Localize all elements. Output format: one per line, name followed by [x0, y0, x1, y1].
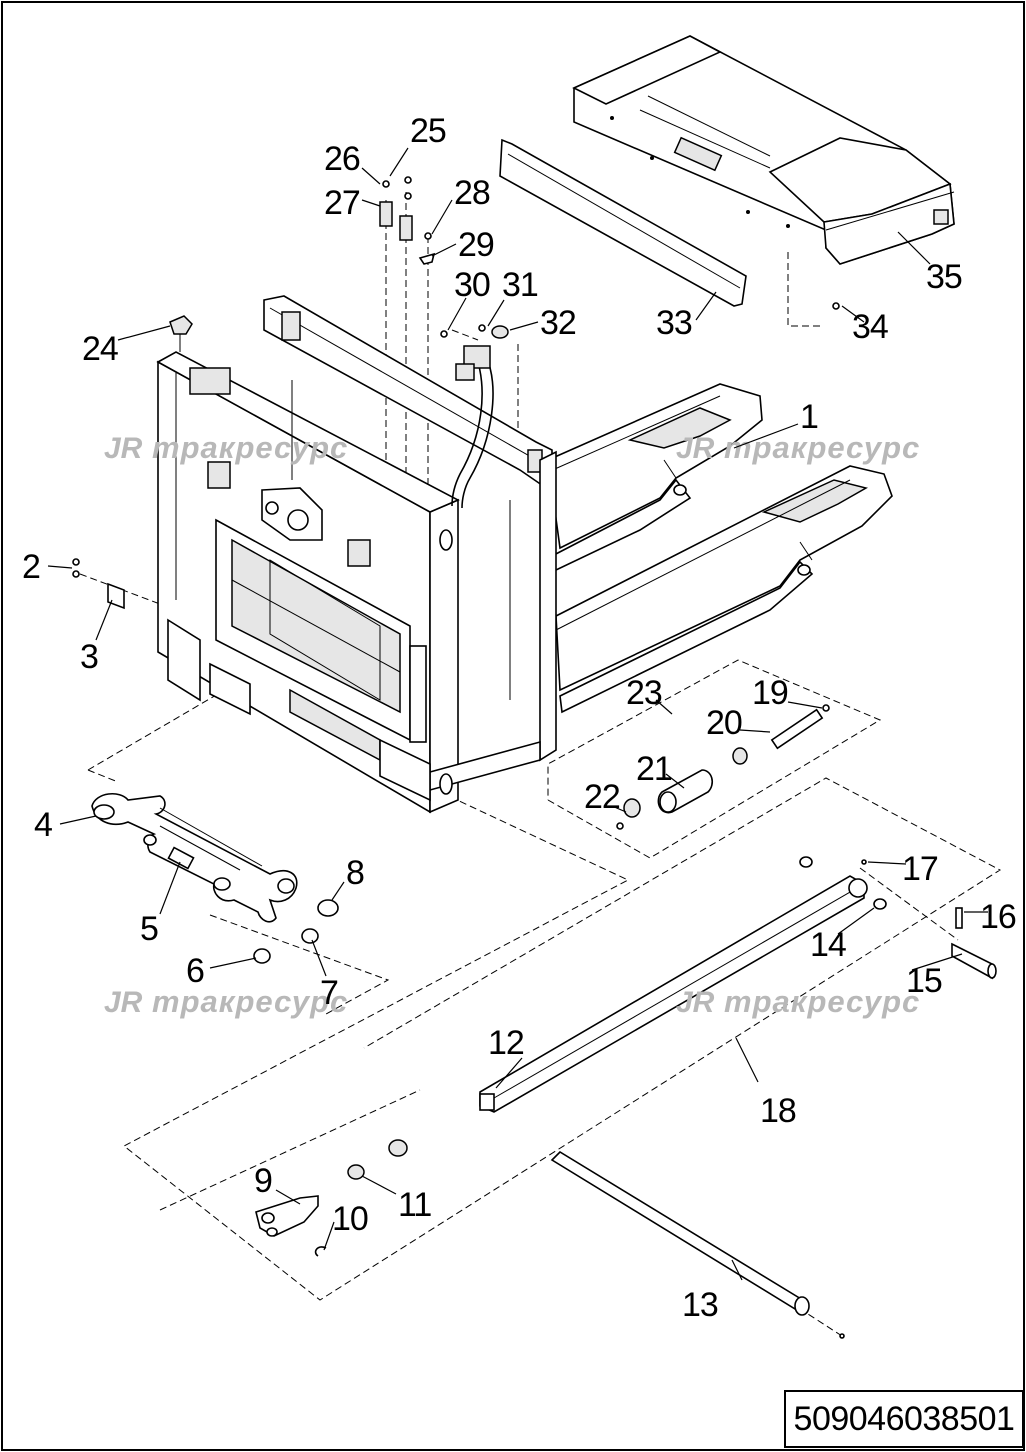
- callout-10: 10: [332, 1200, 368, 1238]
- callout-29: 29: [458, 226, 494, 264]
- svg-text:тракресурс: тракресурс: [152, 430, 348, 465]
- callout-8: 8: [346, 854, 364, 892]
- svg-text:тракресурс: тракресурс: [724, 430, 920, 465]
- callout-1: 1: [800, 398, 818, 436]
- watermark-2: JR тракресурс: [676, 430, 920, 465]
- callout-14: 14: [810, 926, 846, 964]
- callout-28: 28: [454, 174, 490, 212]
- assembly-outlines: [79, 192, 1001, 1337]
- callout-24: 24: [82, 330, 118, 368]
- watermark-3: JR тракресурс: [104, 984, 348, 1019]
- callout-18: 18: [760, 1092, 796, 1130]
- clevis-joint: [255, 1139, 408, 1257]
- roller-assembly: [616, 704, 830, 830]
- callout-26: 26: [324, 140, 360, 178]
- callout-21: 21: [636, 750, 672, 788]
- callout-34: 34: [852, 308, 888, 346]
- part-number-box: 509046038501: [784, 1390, 1024, 1448]
- leader-lines: [47, 147, 988, 1281]
- callout-19: 19: [752, 674, 788, 712]
- svg-text:JR: JR: [104, 986, 143, 1019]
- top-hardware: [169, 176, 840, 352]
- callout-35: 35: [926, 258, 962, 296]
- callout-31: 31: [502, 266, 538, 304]
- callout-3: 3: [80, 638, 98, 676]
- pin-and-roll: [951, 907, 997, 980]
- callout-6: 6: [186, 952, 204, 990]
- svg-text:JR: JR: [104, 432, 143, 465]
- callout-2: 2: [22, 548, 40, 586]
- callout-33: 33: [656, 304, 692, 342]
- plate-and-screws: [72, 558, 125, 610]
- callout-20: 20: [706, 704, 742, 742]
- callout-5: 5: [140, 910, 158, 948]
- callout-30: 30: [454, 266, 490, 304]
- callout-4: 4: [34, 806, 52, 844]
- callout-27: 27: [324, 184, 360, 222]
- callouts: 1 2 3 4 5 6 7 8 9 10 11 12 13 14 15 16 1…: [22, 112, 1017, 1324]
- svg-text:тракресурс: тракресурс: [724, 984, 920, 1019]
- callout-23: 23: [626, 674, 662, 712]
- callout-7: 7: [320, 974, 338, 1012]
- chassis-frame: [156, 295, 557, 814]
- watermark-1: JR тракресурс: [104, 430, 348, 465]
- svg-text:тракресурс: тракресурс: [152, 984, 348, 1019]
- callout-15: 15: [906, 962, 942, 1000]
- callout-9: 9: [254, 1162, 272, 1200]
- callout-22: 22: [584, 778, 620, 816]
- callout-17: 17: [902, 850, 938, 888]
- callout-12: 12: [488, 1024, 524, 1062]
- cross-tube: [479, 856, 887, 1113]
- callout-11: 11: [398, 1186, 431, 1224]
- watermark-group: JR тракресурс JR тракресурс JR тракресур…: [104, 430, 920, 1019]
- top-cover: [572, 35, 955, 265]
- link-pins: [167, 846, 339, 964]
- hydraulic-hose: [451, 345, 494, 509]
- callout-32: 32: [540, 304, 576, 342]
- callout-16: 16: [980, 898, 1016, 936]
- callout-25: 25: [410, 112, 446, 150]
- svg-text:JR: JR: [676, 432, 715, 465]
- svg-text:JR: JR: [676, 986, 715, 1019]
- axle-rod: [550, 1150, 845, 1339]
- part-number: 509046038501: [793, 1399, 1015, 1438]
- watermark-4: JR тракресурс: [676, 984, 920, 1019]
- callout-13: 13: [682, 1286, 718, 1324]
- cover-strip: [499, 138, 747, 307]
